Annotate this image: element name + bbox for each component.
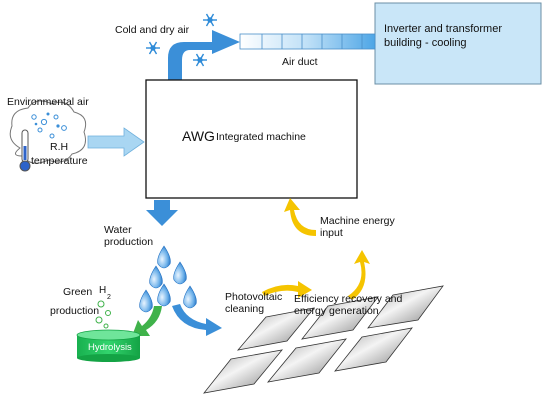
- hydrolysis-label: Hydrolysis: [88, 342, 132, 353]
- environmental-air-label: Environmental air: [7, 96, 89, 108]
- awg-title: AWG: [182, 128, 215, 144]
- rh-label: R.H: [50, 141, 69, 153]
- hydrolysis-cylinder: [76, 329, 141, 362]
- efficiency-arrow: [348, 250, 370, 300]
- solar-panel-icon: [203, 285, 444, 394]
- water-drop-icon: [139, 245, 197, 313]
- thermometer-icon: [19, 129, 31, 172]
- water-production-label: Water production: [104, 224, 154, 248]
- cold-air-arrow: [168, 30, 240, 100]
- pv-to-efficiency-arrow: [262, 281, 312, 298]
- environmental-air-arrow: [87, 127, 145, 157]
- snowflake-icon: [146, 13, 217, 67]
- cleaning-arrow: [172, 304, 222, 336]
- vapor-bubbles: [31, 114, 67, 139]
- machine-energy-arrow: [284, 198, 316, 236]
- production-label: production: [50, 305, 100, 317]
- water-output-arrow: [146, 200, 178, 226]
- h2-subscript: 2: [107, 294, 111, 301]
- awg-machine-box: [145, 79, 358, 199]
- air-duct-label: Air duct: [282, 56, 318, 68]
- temperature-label: temperature: [31, 155, 88, 167]
- air-duct: [239, 33, 376, 50]
- vapor-dots: [34, 112, 60, 128]
- h2-bubbles: [95, 300, 111, 329]
- efficiency-label: Efficiency recovery and energy generatio…: [294, 293, 403, 317]
- machine-energy-label: Machine energy input: [320, 215, 395, 239]
- h2-label: H: [99, 285, 107, 296]
- cloud-icon: [9, 100, 87, 164]
- integrated-machine-label: Integrated machine: [216, 131, 306, 143]
- building-box: [374, 2, 542, 85]
- green-label: Green: [63, 286, 93, 298]
- building-label: Inverter and transformer building - cool…: [384, 23, 502, 49]
- green-arrow: [132, 306, 162, 336]
- cold-air-label: Cold and dry air: [115, 24, 190, 36]
- pv-cleaning-label: Photovoltaic cleaning: [225, 291, 283, 315]
- air-duct-segments: [261, 34, 363, 49]
